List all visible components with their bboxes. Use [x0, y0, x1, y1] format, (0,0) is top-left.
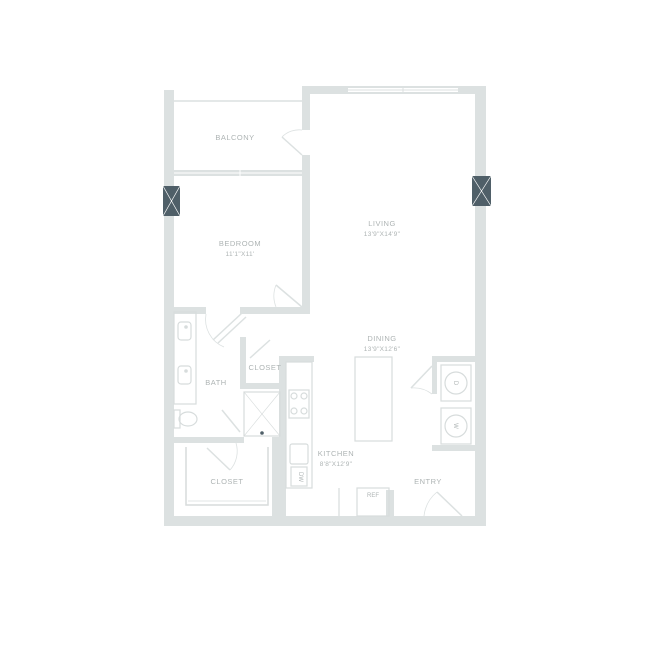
bedroom-dims: 11'1"X11'	[226, 251, 255, 258]
washer-dryer	[440, 364, 472, 445]
closet-small-label: CLOSET	[248, 363, 281, 372]
bath-fixtures	[173, 311, 281, 437]
closet-shelving	[185, 447, 269, 506]
cooktop-icon	[288, 389, 310, 419]
shower-icon	[243, 391, 281, 437]
dw-label: DW	[297, 472, 303, 482]
toilet-icon	[173, 409, 198, 429]
dishwasher	[290, 466, 308, 487]
room-labels: BALCONY BEDROOM 11'1"X11' LIVING 13'9"X1…	[205, 133, 458, 499]
interior-walls	[174, 307, 475, 526]
door-swing-icon	[205, 129, 463, 517]
balcony-railing	[174, 100, 302, 176]
sink-icon	[177, 321, 192, 341]
living-label: LIVING	[368, 219, 396, 228]
bedroom-label: BEDROOM	[219, 239, 261, 248]
closet-walkin-label: CLOSET	[210, 477, 243, 486]
kitchen-label: KITCHEN	[318, 449, 354, 458]
sink-icon	[289, 443, 309, 465]
dryer-label: D	[452, 381, 458, 386]
column-icon	[471, 175, 492, 207]
window-top	[348, 88, 458, 92]
kitchen-fixtures	[285, 356, 393, 517]
washer-label: W	[452, 423, 458, 429]
sink-icon	[177, 365, 192, 385]
entry-label: ENTRY	[414, 477, 442, 486]
ref-label: REF	[367, 493, 379, 499]
dining-dims: 13'9"X12'6"	[364, 346, 401, 353]
balcony-label: BALCONY	[215, 133, 254, 142]
bath-label: BATH	[205, 378, 226, 387]
kitchen-dims: 8'8"X12'9"	[320, 461, 353, 468]
exterior-walls	[164, 86, 486, 526]
dining-label: DINING	[367, 334, 396, 343]
living-dims: 13'9"X14'9"	[364, 231, 401, 238]
column-icon	[162, 185, 181, 217]
